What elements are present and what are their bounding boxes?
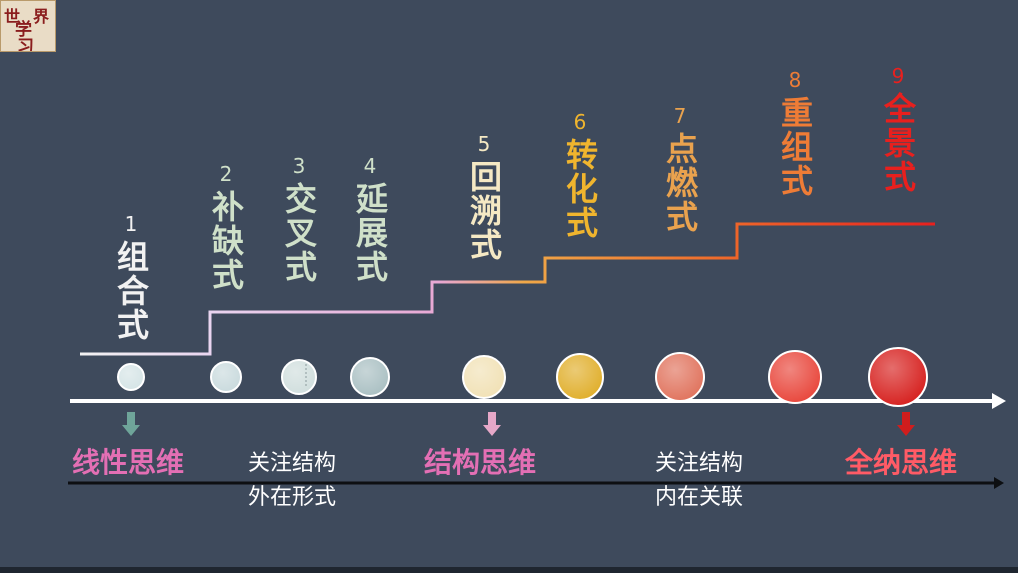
note-line: 外在形式	[248, 485, 337, 510]
stage-label: 交叉式	[280, 182, 318, 284]
main-axis-arrowhead	[992, 393, 1006, 409]
staircase-line	[80, 222, 935, 356]
lower-axis-arrowhead	[994, 477, 1004, 489]
logo-char: 世	[4, 7, 21, 26]
stage-number: 8	[788, 68, 802, 92]
mode-label-structural: 结构思维	[424, 446, 537, 479]
stage-number: 6	[573, 110, 587, 134]
down-arrow-shaft	[488, 412, 496, 426]
logo-char: 学	[15, 20, 32, 40]
stage-circle-highlight	[282, 360, 316, 394]
down-arrow-head	[483, 425, 501, 436]
mode-label-holistic: 全纳思维	[845, 446, 958, 479]
note-outer-form: 关注结构 外在形式	[248, 447, 336, 515]
stage-circle-highlight	[769, 351, 821, 403]
stage-circle-highlight	[869, 348, 927, 406]
stage-label: 转化式	[561, 138, 599, 240]
stage-label: 组合式	[112, 240, 150, 342]
stage-label: 全景式	[879, 92, 917, 194]
stage-circle-highlight	[557, 354, 603, 400]
note-line: 关注结构	[655, 451, 744, 476]
stage-circle-highlight	[118, 364, 144, 390]
stage-circle-highlight	[211, 362, 241, 392]
stage-number: 2	[219, 162, 233, 186]
stage-number: 3	[292, 154, 306, 178]
stage-label: 回溯式	[465, 160, 503, 262]
down-arrow-shaft	[127, 412, 135, 426]
stage-circle-highlight	[351, 358, 389, 396]
stage-label: 点燃式	[661, 132, 699, 234]
stage-number: 4	[363, 154, 377, 178]
down-arrow-shaft	[902, 412, 910, 426]
stage-label: 补缺式	[207, 190, 245, 292]
stage-number: 9	[891, 64, 905, 88]
note-line: 内在关联	[655, 485, 744, 510]
stage-label: 重组式	[776, 96, 814, 198]
stage-number: 1	[124, 212, 138, 236]
watermark-logo: 世 界 学 习	[0, 0, 56, 52]
down-arrow-head	[897, 425, 915, 436]
note-inner-relation: 关注结构 内在关联	[655, 447, 743, 515]
mode-label-linear: 线性思维	[72, 446, 185, 479]
down-arrow-head	[122, 425, 140, 436]
stage-number: 5	[477, 132, 491, 156]
stage-label: 延展式	[351, 182, 389, 284]
stage-circle-highlight	[463, 356, 505, 398]
bottom-bar	[0, 567, 1018, 573]
stage-number: 7	[673, 104, 687, 128]
note-line: 关注结构	[248, 451, 337, 476]
logo-char: 界	[33, 7, 50, 26]
logo-char: 习	[17, 37, 34, 52]
stage-circle-highlight	[656, 353, 704, 401]
